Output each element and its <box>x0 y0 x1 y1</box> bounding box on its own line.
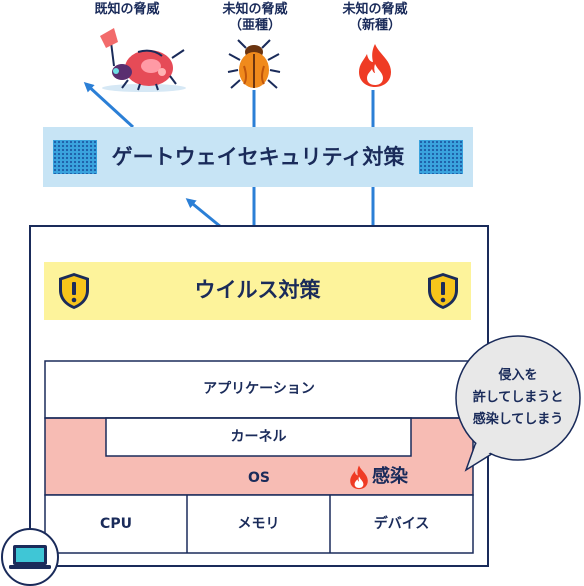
callout-line1: 侵入を <box>498 368 538 383</box>
callout-line3: 感染してしまう <box>472 412 564 427</box>
gateway-security-label: ゲートウェイセキュリティ対策 <box>111 145 405 169</box>
hardware-cpu-label: CPU <box>100 516 132 532</box>
os-layer-label: OS <box>248 470 270 486</box>
antivirus-label: ウイルス対策 <box>194 278 321 302</box>
hardware-device-label: デバイス <box>373 516 430 532</box>
known-threat-label: 既知の脅威 <box>72 2 182 18</box>
callout-text: 侵入を 許してしまうと 感染してしまう <box>453 365 583 431</box>
bug-variant-icon <box>227 39 281 89</box>
gateway-pattern-left <box>53 140 97 174</box>
unknown-variant-threat-label: 未知の脅威 （亜種） <box>200 2 310 34</box>
kernel-layer-label: カーネル <box>230 429 287 445</box>
application-layer-label: アプリケーション <box>203 381 315 397</box>
shield-warning-icon <box>428 273 458 309</box>
antivirus-band: ウイルス対策 <box>44 262 471 320</box>
laptop-icon <box>1 528 59 586</box>
unknown-new-line2: （新種） <box>348 18 401 33</box>
gateway-security-band: ゲートウェイセキュリティ対策 <box>43 127 473 187</box>
gateway-pattern-right <box>419 140 463 174</box>
callout-line2: 許してしまうと <box>472 390 564 405</box>
unknown-new-threat-label: 未知の脅威 （新種） <box>320 2 430 34</box>
flame-icon <box>359 44 391 87</box>
known-threat-text: 既知の脅威 <box>94 2 160 17</box>
bug-known-icon <box>100 28 186 92</box>
callout-bubble <box>455 335 581 472</box>
unknown-new-line1: 未知の脅威 <box>342 2 408 17</box>
unknown-variant-line1: 未知の脅威 <box>222 2 288 17</box>
shield-warning-icon <box>59 273 89 309</box>
infection-label: 感染 <box>372 466 408 487</box>
hardware-memory-label: メモリ <box>237 516 280 532</box>
unknown-variant-line2: （亜種） <box>228 18 281 33</box>
infection-flame-icon <box>350 465 368 490</box>
